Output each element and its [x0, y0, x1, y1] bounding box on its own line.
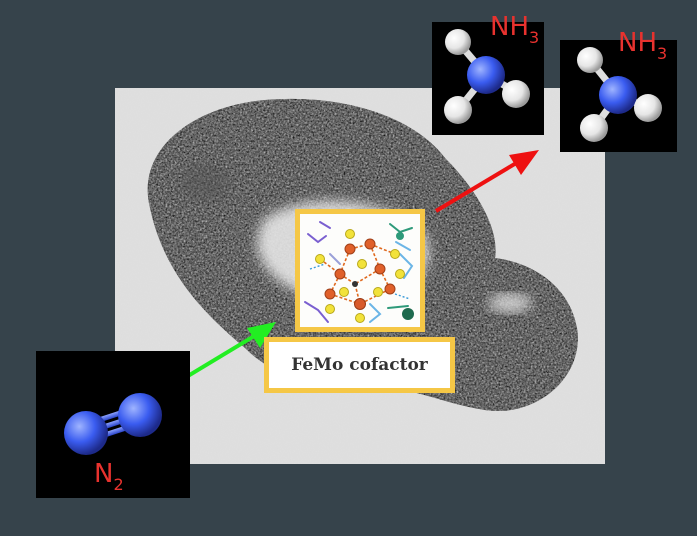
- n2-formula-base: N: [94, 459, 114, 489]
- n2-molecule-model: [64, 393, 162, 455]
- sulfur-atom: [355, 313, 365, 323]
- nitrogen-atom: [467, 56, 505, 94]
- hydrogen-atom: [444, 96, 472, 124]
- sulfur-atom: [325, 304, 335, 314]
- nitrogen-atom: [599, 76, 637, 114]
- sulfur-atom: [357, 259, 367, 269]
- nh3-formula-base-right: NH: [618, 28, 657, 58]
- residue-atom: [402, 308, 414, 320]
- nitrogen-atom: [118, 393, 162, 437]
- iron-atom: [364, 238, 376, 250]
- n2-molecule-panel: N2: [36, 351, 190, 498]
- femo-cofactor-structure: [304, 221, 414, 323]
- hydrogen-atom: [580, 114, 608, 142]
- n2-formula-subscript: 2: [113, 475, 124, 494]
- nh3-molecule-panel-left: NH3: [432, 14, 544, 135]
- n2-formula: N2: [94, 461, 124, 493]
- hydrogen-atom: [445, 29, 471, 55]
- femo-cofactor-structure-panel: [295, 209, 425, 332]
- nh3-formula-subscript-right: 3: [657, 44, 668, 63]
- iron-atom: [324, 288, 336, 300]
- iron-atom: [334, 268, 346, 280]
- nh3-formula-left: NH3: [490, 14, 539, 46]
- femo-cofactor-label: FeMo cofactor: [291, 355, 428, 375]
- hydrogen-atom: [634, 94, 662, 122]
- sulfur-atom: [345, 229, 355, 239]
- molybdenum-atom: [354, 298, 366, 310]
- femo-cofactor-label-box: FeMo cofactor: [264, 337, 455, 393]
- sulfur-atom: [395, 269, 405, 279]
- iron-atom: [384, 283, 396, 295]
- sulfur-atom: [390, 249, 400, 259]
- output-arrow: [434, 150, 539, 213]
- nitrogen-atom: [64, 411, 108, 455]
- nh3-molecule-model-right: [577, 47, 662, 142]
- iron-atom: [344, 243, 356, 255]
- sulfur-atom: [315, 254, 325, 264]
- residue-atom: [396, 232, 404, 240]
- nh3-formula-base-left: NH: [490, 12, 529, 42]
- nh3-molecule-panel-right: NH3: [560, 30, 677, 152]
- nh3-molecule-model-left: [444, 29, 530, 124]
- hydrogen-atom: [577, 47, 603, 73]
- nh3-formula-subscript-left: 3: [529, 28, 540, 47]
- nh3-formula-right: NH3: [618, 30, 667, 62]
- carbide-atom: [352, 281, 358, 287]
- sulfur-atom: [339, 287, 349, 297]
- hydrogen-atom: [502, 80, 530, 108]
- iron-atom: [374, 263, 386, 275]
- sulfur-atom: [373, 287, 383, 297]
